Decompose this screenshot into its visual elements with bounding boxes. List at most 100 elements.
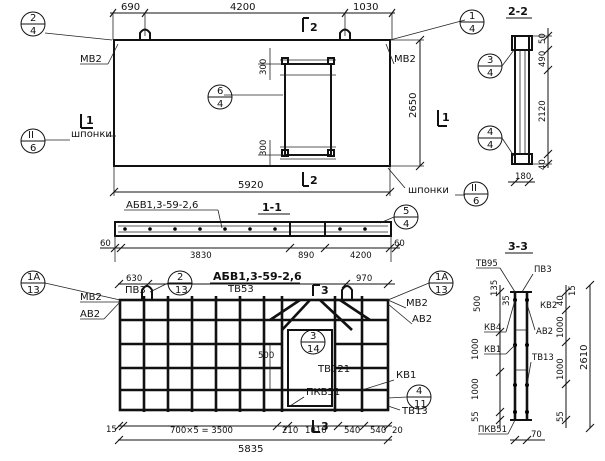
svg-text:4: 4 <box>217 99 223 110</box>
section-1-1: 1-1 АБВ1,3-59-2,6 60 3830 890 4200 60 5 … <box>100 200 419 262</box>
dim-cage-bottom-1: 15 <box>106 425 117 435</box>
callout-4-4: 4 4 <box>477 125 515 157</box>
label-3-3-kb4: КВ4 <box>484 323 501 333</box>
svg-text:6: 6 <box>30 143 36 154</box>
dim-3-3-left-1: 135 <box>490 280 500 296</box>
svg-text:3: 3 <box>487 55 493 66</box>
svg-text:4: 4 <box>416 386 422 397</box>
section-3-3: 3-3 ТВ95 ПВ3 КВ4 КВ2 АВ2 КВ1 ТВ13 ПКВ51 … <box>471 240 595 445</box>
label-3-3-tb13: ТВ13 <box>531 353 554 363</box>
label-3-3-pb3: ПВ3 <box>534 265 552 275</box>
top-dimension-chain: 690 4200 1030 <box>109 2 396 40</box>
svg-text:14: 14 <box>307 344 320 355</box>
section-mark-2-top: 2 <box>302 17 318 34</box>
dim-3-3-right-2: 40 <box>556 295 566 306</box>
label-cage-mb2-right: МВ2 <box>406 298 428 309</box>
dim-1-1-c: 890 <box>298 251 314 261</box>
svg-text:II: II <box>471 183 477 194</box>
label-3-3-tb95: ТВ95 <box>475 259 498 269</box>
svg-text:13: 13 <box>175 285 188 296</box>
section-mark-2-label-bottom: 2 <box>310 174 318 187</box>
section-1-1-title: 1-1 <box>262 201 282 214</box>
label-shponki-right: шпонки <box>408 185 449 196</box>
svg-text:3: 3 <box>310 331 316 342</box>
dim-3-3-bottom: 70 <box>531 430 542 440</box>
label-3-3-ab2: АВ2 <box>536 327 553 337</box>
svg-text:2: 2 <box>177 272 183 283</box>
callout-2-4: 2 4 <box>20 11 46 37</box>
dim-cage-top-2: 970 <box>356 274 372 284</box>
label-cage-mb2-left: МВ2 <box>80 292 102 303</box>
dim-3-3-right-1: 15 <box>568 285 578 296</box>
dim-top-3: 1030 <box>353 2 378 13</box>
label-cage-kb1: КВ1 <box>396 370 416 381</box>
dim-1-1-b: 3830 <box>190 251 212 261</box>
dim-cage-top-1: 630 <box>126 274 142 284</box>
callout-6-4: 6 4 <box>207 84 233 110</box>
svg-text:2: 2 <box>30 13 36 24</box>
width-dimension: 5920 <box>109 166 395 197</box>
dim-top-1: 690 <box>121 2 140 13</box>
svg-text:11: 11 <box>414 399 427 410</box>
dim-cage-bottom-4: 1010 <box>305 426 327 436</box>
label-shponki-left: шпонки <box>71 129 112 140</box>
section-mark-2-bottom: 2 <box>302 172 318 187</box>
cage-title: АБВ1,3-59-2,6 <box>213 270 302 283</box>
svg-text:13: 13 <box>435 285 448 296</box>
section-1-1-product: АБВ1,3-59-2,6 <box>126 200 198 211</box>
svg-text:1А: 1А <box>435 272 448 283</box>
dim-2-2-bottom: 180 <box>515 172 531 182</box>
svg-text:4: 4 <box>487 127 493 138</box>
dim-1-1-d: 4200 <box>350 251 372 261</box>
section-2-2-title: 2-2 <box>508 5 528 18</box>
section-mark-1-label-right: 1 <box>442 111 450 124</box>
svg-text:4: 4 <box>487 140 493 151</box>
section-3-3-title: 3-3 <box>508 240 528 253</box>
label-3-3-pkb51: ПКВ51 <box>478 425 507 435</box>
section-mark-1-left: 1 <box>80 114 94 129</box>
section-mark-2-label: 2 <box>310 21 318 34</box>
height-dimension: 2650 <box>390 35 425 171</box>
cage-horizontal-bars <box>120 318 388 392</box>
cage-vertical-bars <box>142 296 364 412</box>
panel-elevation: 690 4200 1030 2 2 1 1 300 300 <box>20 2 489 207</box>
svg-text:4: 4 <box>487 68 493 79</box>
callout-4-11: 4 11 <box>387 384 432 410</box>
dim-cage-bottom-7: 20 <box>392 426 403 436</box>
label-3-3-kb1: КВ1 <box>484 345 501 355</box>
cage-lifting-loop-left <box>141 285 153 300</box>
cage-lifting-loop-right <box>341 285 353 300</box>
section-mark-1-label: 1 <box>86 114 94 127</box>
label-cage-tb13: ТВ13 <box>401 406 428 417</box>
svg-text:4: 4 <box>403 219 409 230</box>
dim-2-2-d: 40 <box>538 159 548 170</box>
window-opening <box>284 63 332 156</box>
label-cage-tb53: ТВ53 <box>227 284 254 295</box>
callout-1-4: 1 4 <box>459 9 485 35</box>
svg-text:6: 6 <box>217 86 223 97</box>
dim-2-2-a: 50 <box>538 33 548 44</box>
label-cage-tb121: ТВ121 <box>317 364 350 375</box>
dim-top-2: 4200 <box>230 2 255 13</box>
dim-3-3-total: 2610 <box>579 345 590 370</box>
lifting-loop-left <box>139 28 151 40</box>
section-mark-1-right: 1 <box>437 110 450 127</box>
dim-height: 2650 <box>408 93 419 118</box>
label-mb2-right: МВ2 <box>394 54 416 65</box>
svg-text:1: 1 <box>469 11 475 22</box>
dim-3-3-left-2: 500 <box>473 296 483 312</box>
dim-3-3-right-3: 1000 <box>556 316 566 338</box>
dim-3-3-left-4: 1000 <box>471 338 481 360</box>
dim-2-2-c: 2120 <box>538 100 548 122</box>
reinforcement-cage: АБВ1,3-59-2,6 630 970 3 3 <box>20 270 454 455</box>
callout-3-4: 3 4 <box>477 49 515 79</box>
dim-1-1-a: 60 <box>100 239 111 249</box>
dim-cage-bottom-6: 540 <box>370 426 386 436</box>
callout-1A-13-right: 1А 13 <box>387 270 454 301</box>
dim-width: 5920 <box>238 180 263 191</box>
label-cage-ab2-left: АВ2 <box>80 309 100 320</box>
callout-II-6-right: II 6 <box>463 181 489 207</box>
svg-text:II: II <box>28 130 34 141</box>
dim-3-3-left-6: 55 <box>471 411 481 422</box>
